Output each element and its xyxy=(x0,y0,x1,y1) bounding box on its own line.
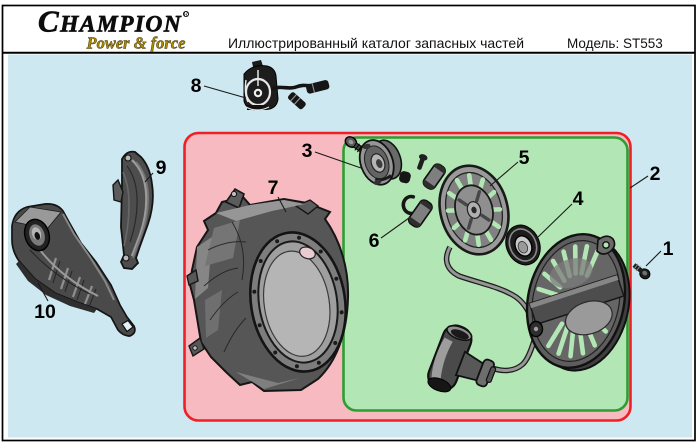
svg-text:Power & force: Power & force xyxy=(86,34,186,53)
svg-text:Модель: ST553: Модель: ST553 xyxy=(567,36,663,51)
svg-text:4: 4 xyxy=(573,188,584,210)
svg-text:5: 5 xyxy=(519,147,530,169)
svg-text:2: 2 xyxy=(650,163,661,185)
svg-text:7: 7 xyxy=(268,177,279,199)
svg-text:6: 6 xyxy=(369,230,380,252)
svg-text:Иллюстрированный каталог запас: Иллюстрированный каталог запасных частей xyxy=(228,35,524,51)
svg-text:3: 3 xyxy=(302,140,313,162)
svg-text:9: 9 xyxy=(156,157,167,179)
svg-text:R: R xyxy=(184,11,189,19)
svg-text:1: 1 xyxy=(663,238,674,260)
svg-text:10: 10 xyxy=(34,301,56,323)
svg-text:8: 8 xyxy=(191,75,202,97)
